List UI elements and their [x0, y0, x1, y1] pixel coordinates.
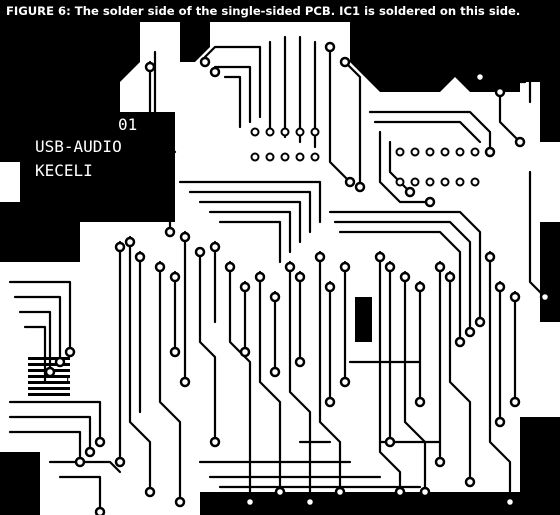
figure-caption: FIGURE 6: The solder side of the single-… [0, 0, 560, 22]
silk-author-label: KECELI [35, 161, 93, 180]
silk-project-label: USB-AUDIO [35, 137, 122, 156]
ic1-pin-label: 1 [64, 374, 71, 387]
silk-rev-label: 01 [118, 115, 137, 134]
ic-socket-rows [250, 127, 480, 187]
pcb-solder-side-artwork: 01 USB-AUDIO KECELI [0, 22, 560, 515]
silkscreen-label-block: 01 USB-AUDIO KECELI [20, 112, 175, 222]
copper-traces [8, 35, 547, 514]
component-pads [44, 41, 551, 515]
